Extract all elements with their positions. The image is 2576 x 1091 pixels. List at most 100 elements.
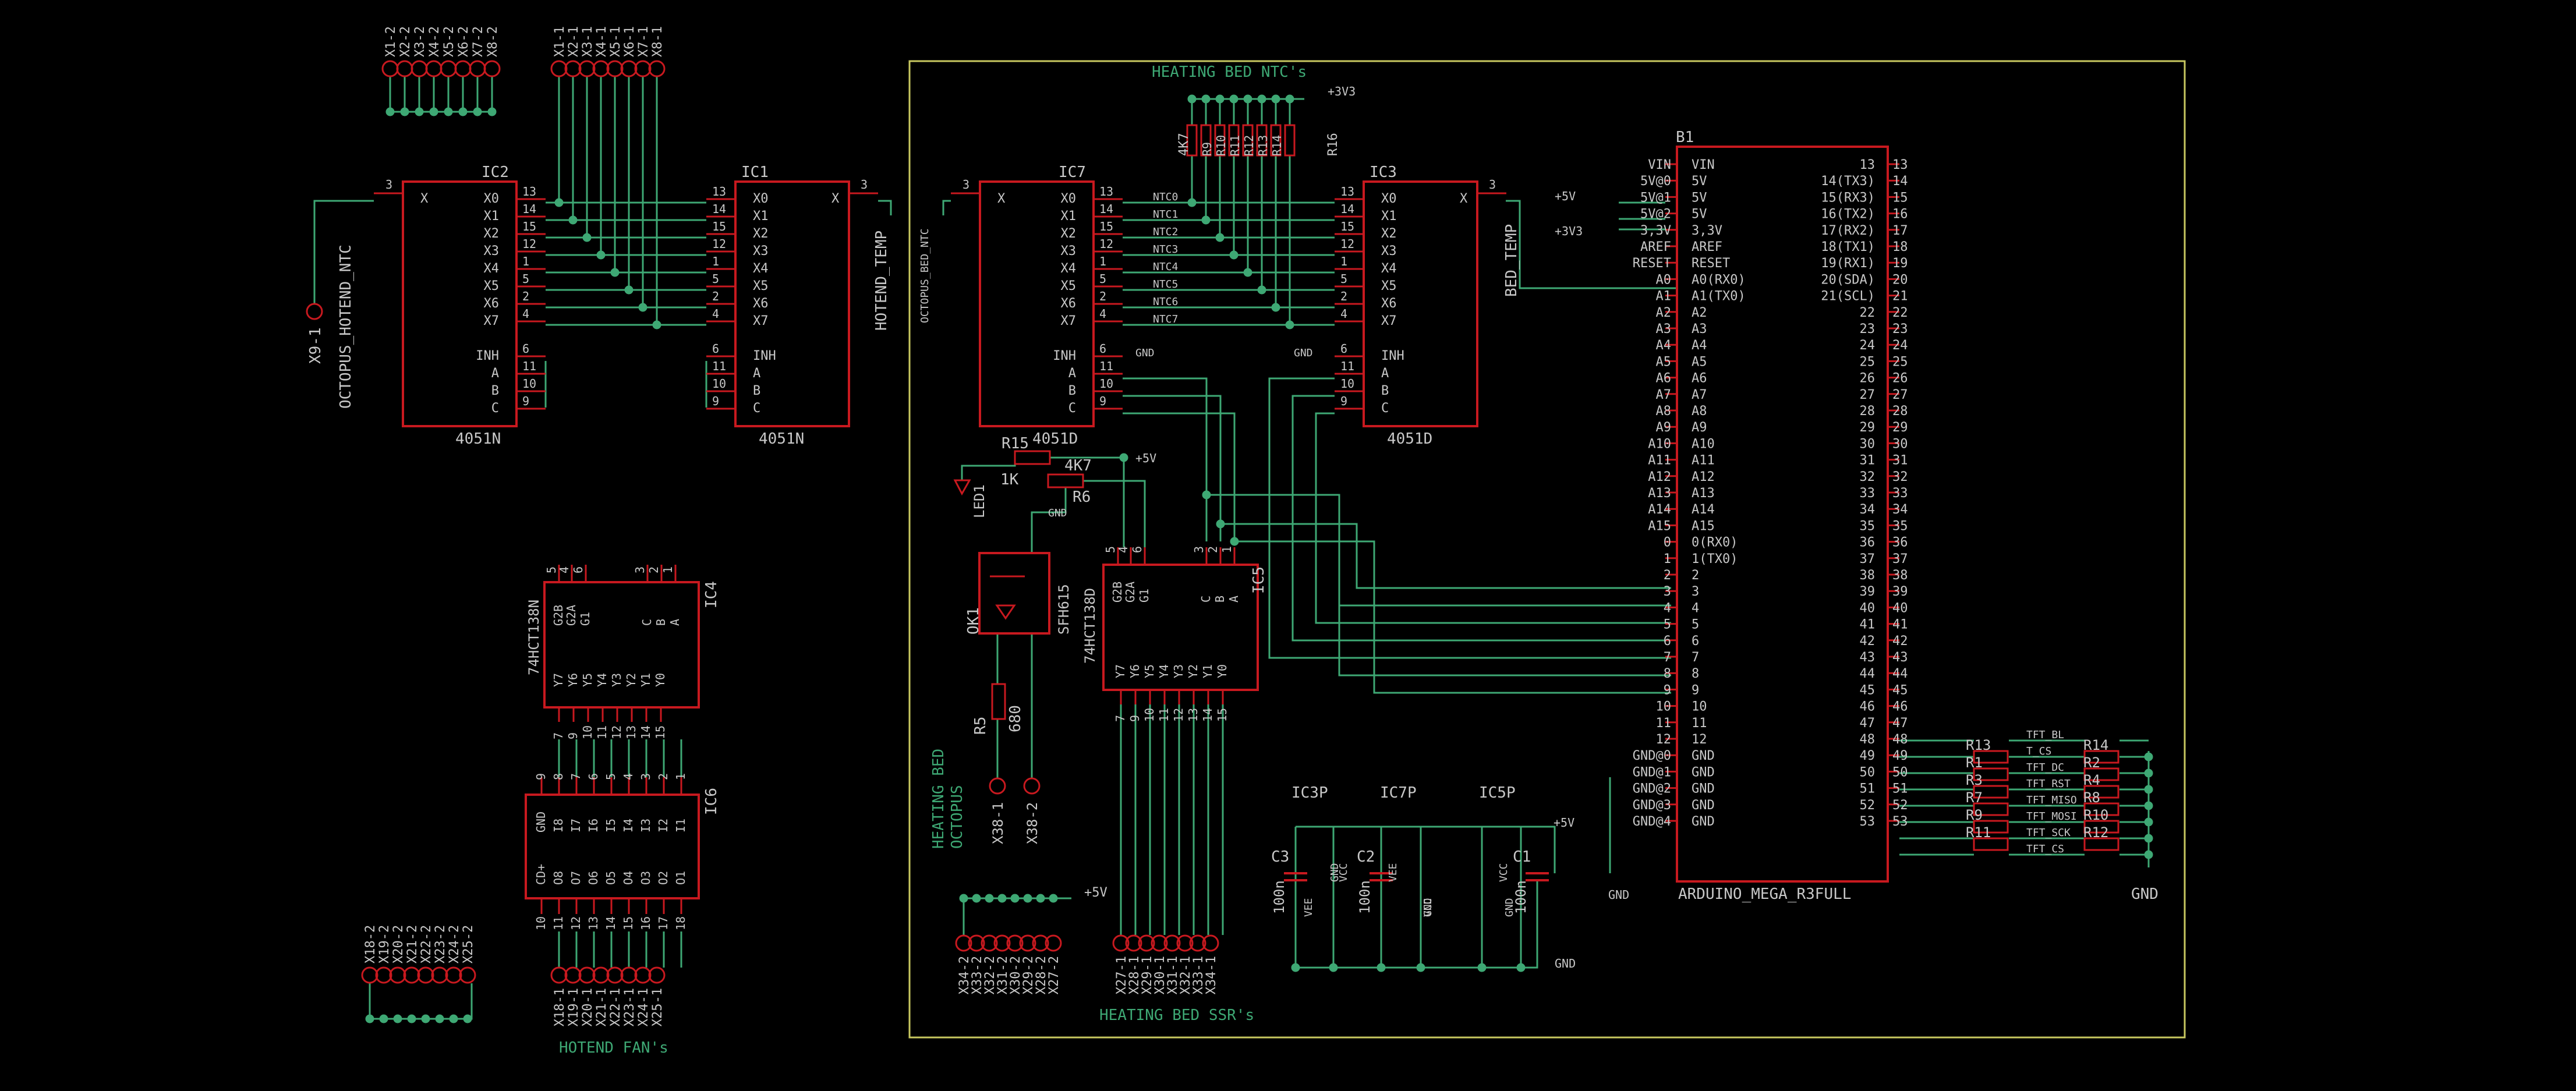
ic1-pin-9: A — [753, 366, 760, 381]
ic6-bot-pin-5: O4 — [621, 871, 635, 885]
ic1-pin-num-11: 9 — [712, 394, 719, 408]
cap-pin-label-2: GND — [1329, 863, 1341, 882]
x-ssr-right-pad-0 — [1112, 934, 1130, 952]
arduino-right-pin-13: 26 — [1860, 371, 1876, 386]
arduino-right-net-21: 34 — [1892, 502, 1908, 517]
arduino-right-pin-34: 47 — [1860, 716, 1876, 731]
tft-gnd-label: GND — [2131, 885, 2159, 903]
hotend-temp-label: HOTEND_TEMP — [873, 231, 890, 331]
ic7-pin-num-6: 2 — [1099, 289, 1106, 303]
ntc-pullup-resistor-7 — [1284, 124, 1296, 157]
x-fan-right-label-6: X24-1 — [636, 988, 651, 1026]
ic6-bot-pin-8: O1 — [674, 871, 688, 885]
arduino-left-pin-28: 5 — [1692, 618, 1699, 632]
ic4-top-pin-5: A — [668, 619, 682, 626]
ic2-pin-5: X5 — [484, 279, 500, 293]
ic7-pin-num-7: 4 — [1099, 307, 1106, 321]
ic3-pin-10: B — [1381, 384, 1389, 398]
tft-resistor-ref-R12: R12 — [2083, 824, 2108, 841]
ic2-pin-4: X4 — [484, 261, 500, 276]
arduino-right-net-16: 29 — [1892, 420, 1908, 435]
ic6-top-pin-3: I6 — [586, 819, 600, 833]
ic4-bot-num-6: 14 — [639, 725, 653, 739]
ic5-bot-num-7: 15 — [1215, 708, 1229, 722]
x-ssr-right-pad-1 — [1125, 934, 1142, 952]
x-fan-left-pad-6 — [445, 966, 462, 984]
arduino-left-net-23: 0 — [1664, 536, 1671, 550]
x-top-right-label-5: X6-1 — [622, 26, 637, 57]
x-ssr-left-label-5: X29-2 — [1021, 956, 1036, 994]
ic6-top-num-5: 4 — [621, 773, 635, 780]
x-fan-right-pad-6 — [634, 966, 652, 984]
arduino-left-net-16: A9 — [1656, 420, 1672, 435]
tft-resistor-ref-R3: R3 — [1966, 772, 1983, 788]
ic5-bot-pin-3: Y4 — [1157, 664, 1171, 678]
x-ssr-left-pad-2 — [981, 934, 998, 952]
x-fan-right-label-0: X18-1 — [553, 988, 567, 1026]
ic6-top-pin-6: I3 — [639, 819, 653, 833]
arduino-left-net-1: 5V@0 — [1640, 174, 1671, 189]
arduino-left-net-31: 8 — [1664, 667, 1671, 681]
x9-wire — [313, 200, 374, 304]
c1-ref: C1 — [1513, 848, 1531, 866]
ic3-ctrl-a — [1268, 377, 1671, 659]
tft-resistor-R1 — [1973, 767, 2009, 781]
arduino-right-pin-21: 34 — [1860, 502, 1876, 517]
arduino-left-pin-40: GND — [1692, 814, 1715, 829]
x-fan-right-pad-5 — [620, 966, 638, 984]
ic3-pin-num-5: 5 — [1340, 272, 1347, 286]
heating-ssr-title: HEATING BED SSR's — [1099, 1007, 1254, 1024]
r6-ref: R6 — [1073, 488, 1091, 506]
arduino-right-net-0: 13 — [1892, 158, 1908, 172]
arduino-left-pin-23: 0(RX0) — [1692, 536, 1738, 550]
ic4-top-pin-4: B — [654, 619, 668, 626]
arduino-right-pin-16: 29 — [1860, 420, 1876, 435]
arduino-left-pin-0: VIN — [1692, 158, 1715, 172]
x-ssr-right-pad-4 — [1163, 934, 1181, 952]
arduino-right-net-7: 20 — [1892, 272, 1908, 287]
ic4-top-pin-2: G1 — [578, 612, 592, 626]
junction-dot — [959, 894, 968, 903]
ic7-pin-3: X3 — [1061, 244, 1077, 258]
r5-value: 680 — [1007, 705, 1024, 732]
ic4-body — [543, 581, 700, 709]
x-top-left-label-3: X4-2 — [427, 26, 442, 57]
ic1-pin-num-9: 11 — [712, 359, 726, 373]
junction-dot — [997, 894, 1007, 903]
ic3-pin-num-9: 11 — [1340, 359, 1354, 373]
x-top-right-label-1: X2-1 — [567, 26, 581, 57]
ic3-pin-num-1: 14 — [1340, 202, 1354, 216]
x-top-left-label-1: X2-2 — [398, 26, 413, 57]
ntc-3v3-label: +3V3 — [1328, 84, 1356, 98]
arduino-right-net-24: 37 — [1892, 552, 1908, 566]
arduino-left-pin-17: A10 — [1692, 437, 1715, 451]
arduino-left-pin-27: 4 — [1692, 601, 1699, 615]
ntc-net-1: NTC1 — [1153, 208, 1178, 221]
pullup-ref-3: R12 — [1242, 135, 1256, 156]
arduino-right-pin-26: 39 — [1860, 585, 1876, 599]
arduino-right-pin-4: 17(RX2) — [1821, 224, 1875, 238]
arduino-left-net-5: AREF — [1640, 240, 1671, 254]
ic7-pin-num-5: 5 — [1099, 272, 1106, 286]
arduino-left-pin-11: A4 — [1692, 338, 1707, 353]
junction-dot — [1243, 268, 1252, 277]
arduino-right-net-27: 40 — [1892, 601, 1908, 615]
r15-ref: R15 — [1002, 435, 1029, 452]
arduino-right-net-12: 25 — [1892, 355, 1908, 369]
pullup-ref-4: R13 — [1256, 135, 1270, 156]
arduino-right-net-32: 45 — [1892, 683, 1908, 697]
ic1-pin-7: X7 — [753, 314, 769, 328]
tft-resistor-R3 — [1973, 785, 2009, 799]
junction-dot — [473, 107, 482, 116]
x-ssr-right-label-5: X32-1 — [1179, 956, 1193, 994]
arduino-right-pin-11: 24 — [1860, 338, 1876, 353]
arduino-right-net-19: 32 — [1892, 470, 1908, 484]
ic2-pin-10: B — [491, 384, 499, 398]
ic3-pin-num-4: 1 — [1340, 254, 1347, 268]
ic4-top-num-5: 1 — [661, 566, 675, 573]
ic2-pin-num-3: 12 — [522, 237, 536, 251]
ic7-pin-num-10: 10 — [1099, 377, 1113, 391]
x-top-right-label-3: X4-1 — [595, 26, 609, 57]
arduino-left-pin-4: 3,3V — [1692, 224, 1722, 238]
mux-b-bus — [1220, 523, 1671, 589]
